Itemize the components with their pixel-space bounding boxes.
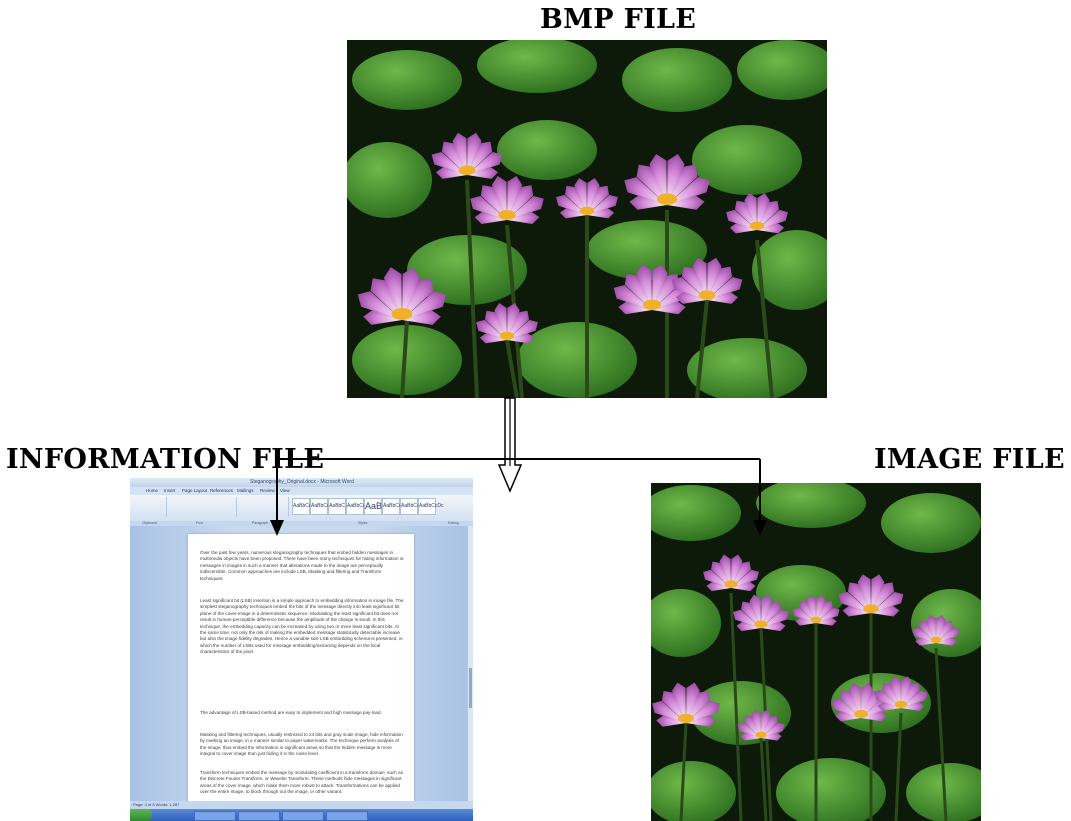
style-swatch-1: AaBbCcDc bbox=[292, 498, 317, 515]
style-swatch-5: AaB bbox=[364, 498, 382, 515]
group-label-paragraph: Paragraph bbox=[252, 521, 269, 525]
doc-paragraph-3: The advantage of LSB-based method are ea… bbox=[200, 710, 382, 715]
word-tab-references: References bbox=[210, 488, 234, 493]
image-file-label: IMAGE FILE bbox=[874, 444, 1065, 475]
style-swatch-3: AaBbC bbox=[328, 498, 346, 515]
word-tab-home: Home bbox=[146, 488, 159, 493]
start-button bbox=[130, 809, 152, 821]
word-statusbar: Page: 4 of 5 Words: 1,287 bbox=[130, 801, 473, 809]
word-ribbon: AaBbCcDc AaBbCcDc AaBbC AaBbCc AaB AaBbC… bbox=[130, 495, 473, 522]
doc-paragraph-4: Masking and filtering techniques, usuall… bbox=[200, 732, 403, 757]
ribbon-group-font bbox=[166, 497, 237, 517]
group-label-font: Font bbox=[196, 521, 204, 525]
group-label-clipboard: Clipboard bbox=[142, 521, 157, 525]
word-menubar: Home Insert Page Layout References Maili… bbox=[130, 487, 473, 495]
style-swatch-8: AaBbCcDc bbox=[418, 498, 443, 515]
word-tab-insert: Insert bbox=[164, 488, 176, 493]
word-tab-view: View bbox=[280, 488, 290, 493]
ribbon-group-labels: Clipboard Font Paragraph Styles Editing bbox=[130, 521, 473, 526]
word-tab-review: Review bbox=[260, 488, 275, 493]
group-label-styles: Styles bbox=[358, 521, 368, 525]
word-status-text: Page: 4 of 5 Words: 1,287 bbox=[133, 802, 180, 807]
information-file-label: INFORMATION FILE bbox=[6, 444, 325, 475]
word-titlebar: Steganography_Original.docx - Microsoft … bbox=[130, 478, 473, 487]
ribbon-group-paragraph bbox=[236, 497, 289, 517]
stego-image-photo bbox=[651, 483, 981, 821]
word-window-title: Steganography_Original.docx - Microsoft … bbox=[250, 479, 354, 485]
taskbar-button bbox=[194, 811, 236, 821]
bmp-file-label: BMP FILE bbox=[540, 4, 697, 35]
style-swatch-6: AaBbCc bbox=[382, 498, 401, 515]
bmp-lotus-photo bbox=[347, 40, 827, 398]
word-tab-mailings: Mailings bbox=[237, 488, 254, 493]
group-label-editing: Editing bbox=[448, 521, 459, 525]
style-swatch-2: AaBbCcDc bbox=[310, 498, 335, 515]
word-page: Over the past few years, numerous stegan… bbox=[188, 534, 414, 818]
double-down-arrow bbox=[497, 397, 523, 493]
ribbon-group-clipboard bbox=[130, 497, 167, 517]
style-swatch-7: AaBbCcDc bbox=[400, 498, 425, 515]
information-file-screenshot: Steganography_Original.docx - Microsoft … bbox=[130, 478, 473, 821]
taskbar-button bbox=[326, 811, 368, 821]
doc-paragraph-1: Over the past few years, numerous stegan… bbox=[200, 550, 404, 581]
style-swatch-4: AaBbCc bbox=[346, 498, 365, 515]
word-scroll-thumb bbox=[469, 668, 472, 708]
doc-paragraph-2: Least significant bit (LSB) insertion is… bbox=[200, 598, 404, 655]
word-scrollbar bbox=[468, 526, 473, 809]
doc-paragraph-5: Transform techniques embed the message b… bbox=[200, 770, 403, 795]
word-tab-page-layout: Page Layout bbox=[182, 488, 208, 493]
taskbar-button bbox=[238, 811, 280, 821]
taskbar-button bbox=[282, 811, 324, 821]
